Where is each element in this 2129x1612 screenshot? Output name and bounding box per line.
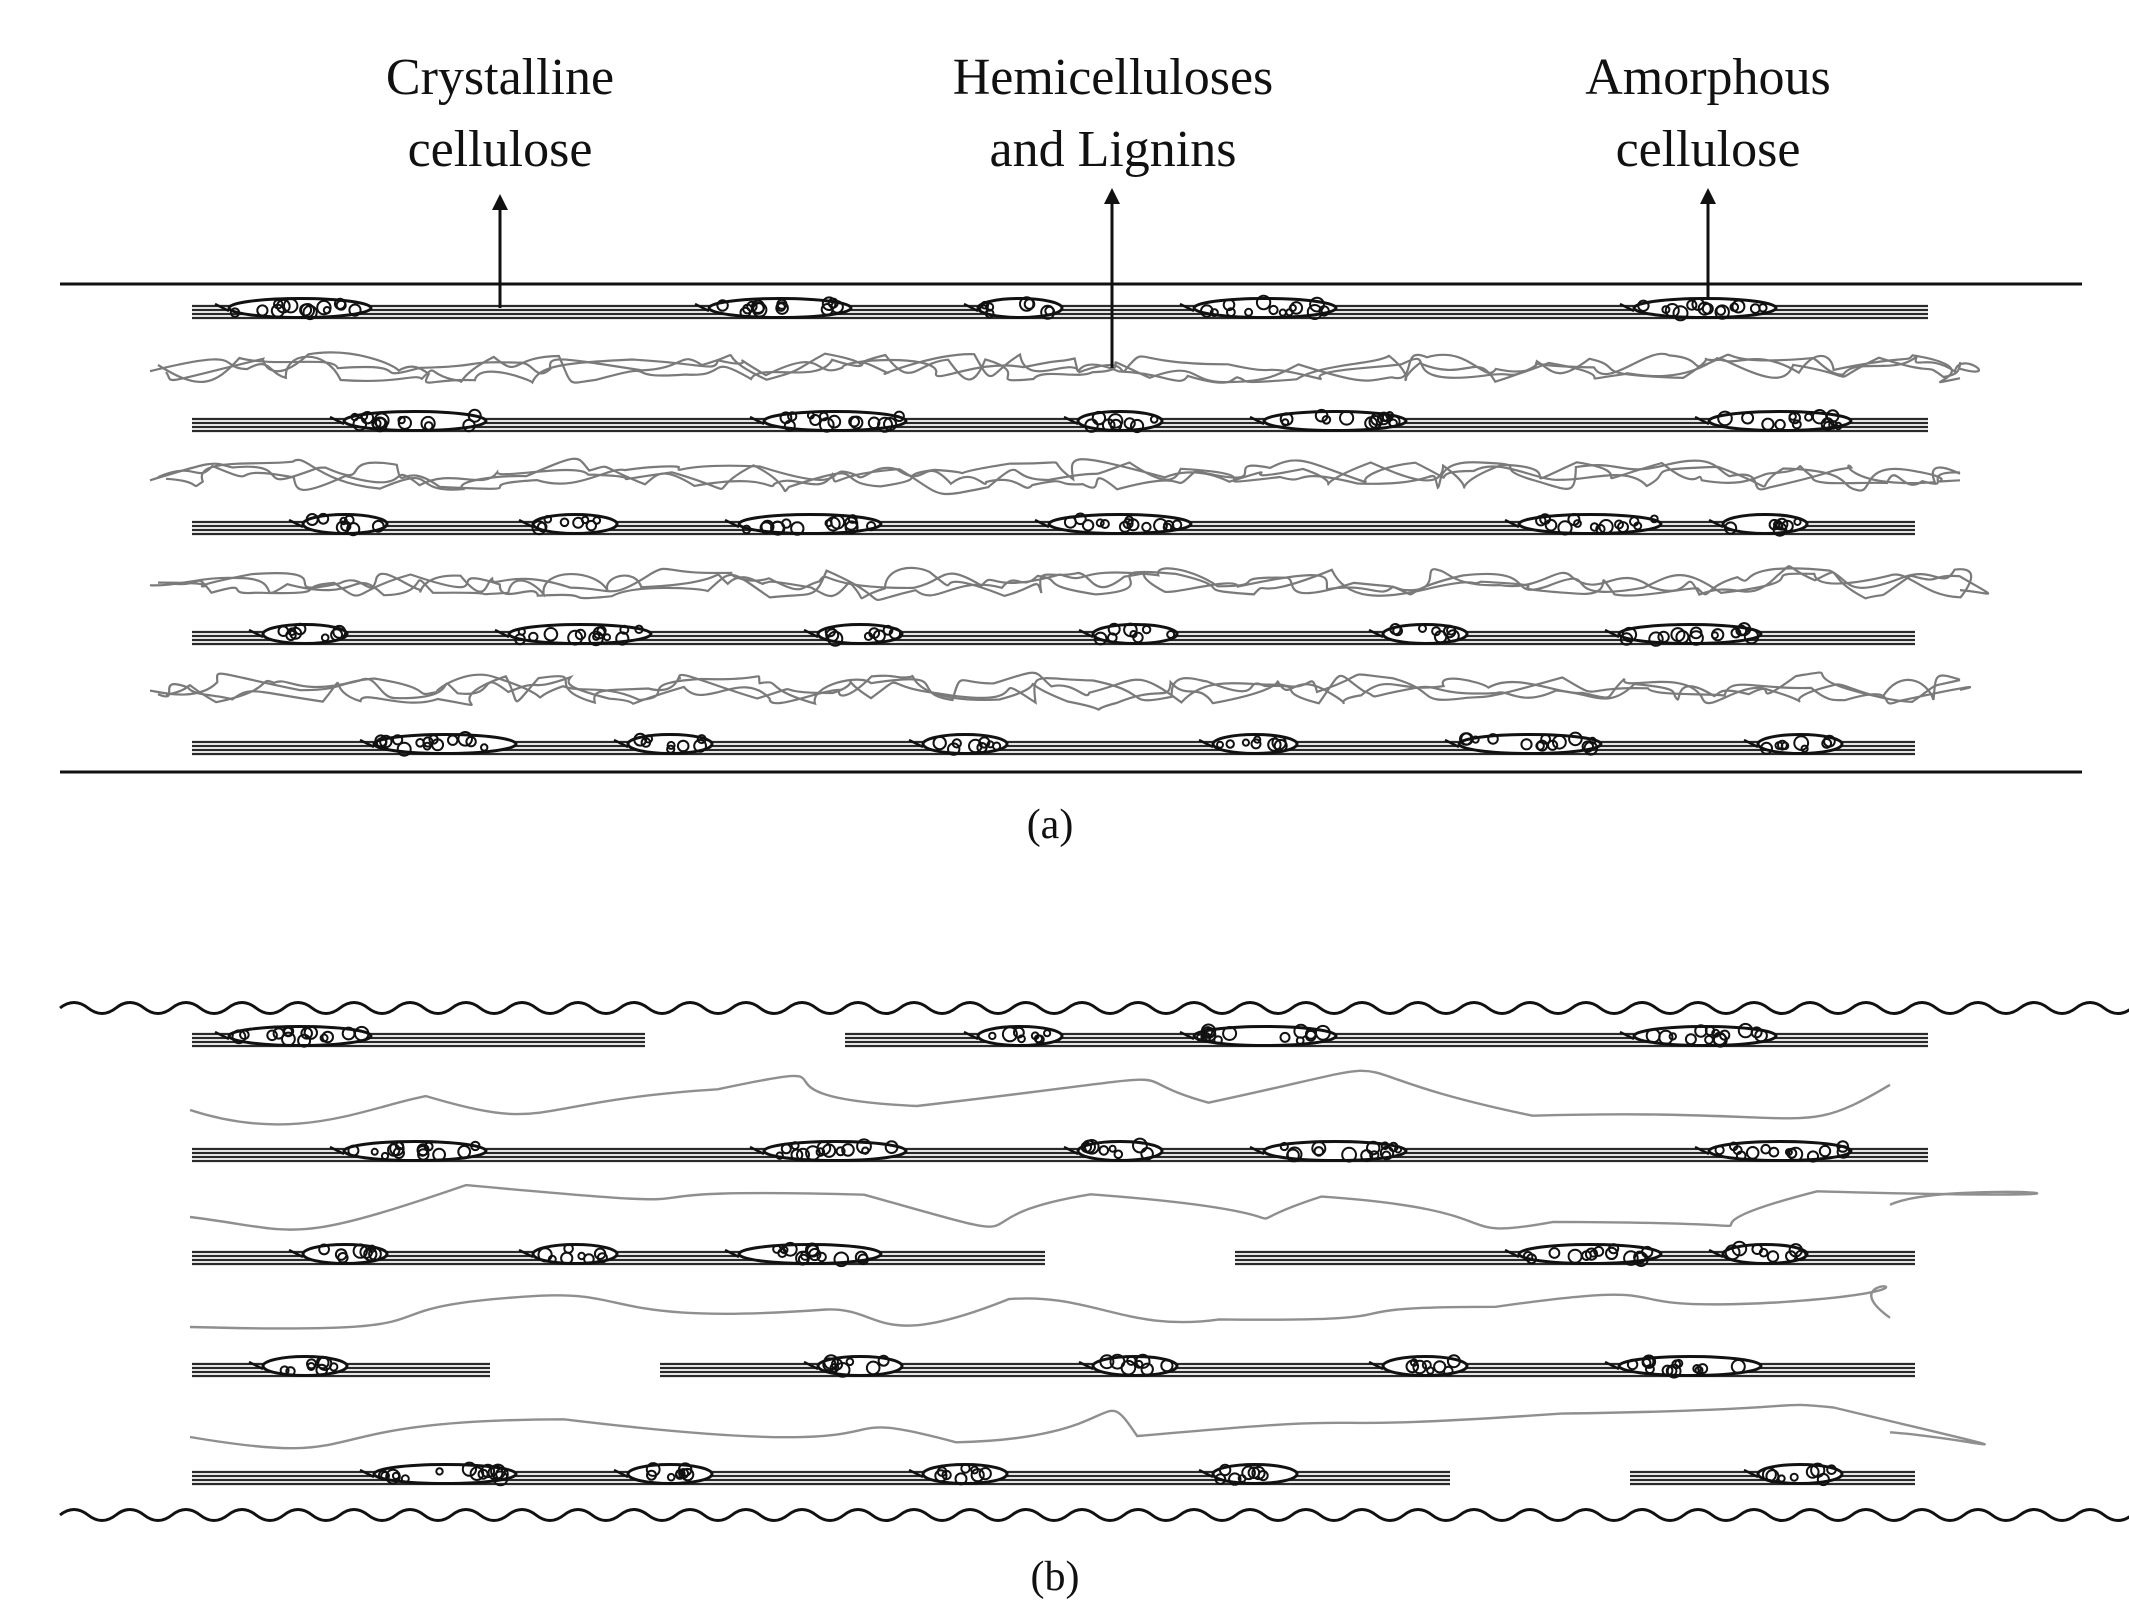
panel-b-crystal-blob-1-1 [214,1025,373,1048]
panel-b-crystal-blob-5-4 [1198,1463,1299,1486]
panel-b-crystal-blob-4-4 [1368,1354,1469,1377]
panel-b-crystal-blob-2-1 [329,1140,488,1162]
caption-b: (b) [1030,1554,1080,1600]
panel-b-crystal-blob-4-2 [803,1354,904,1378]
panel-b-top-boundary [59,1001,2129,1015]
panel-b-hemicellulose-layer-3 [189,1285,1891,1330]
label-amorphous-cellulose: Amorphous cellulose [1468,42,1948,186]
panel-a-crystal-blob-3-5 [1504,513,1663,536]
label-crystalline-cellulose: Crystalline cellulose [260,42,740,186]
panel-a-crystal-blob-4-5 [1368,623,1469,645]
panel-a-crystal-blob-5-2 [613,732,714,755]
panel-a-crystal-blob-2-2 [749,410,908,433]
label-hemicelluloses-lignins: Hemicelluloses and Lignins [873,42,1353,186]
panel-a-crystal-blob-2-4 [1249,408,1408,432]
panel-b-crystal-blob-3-5 [1708,1240,1809,1265]
panel-a-crystal-blob-1-5 [1619,297,1778,322]
panel-b-crystal-blob-3-3 [724,1241,883,1268]
panel-a-crystal-blob-3-6 [1708,513,1809,537]
panel-a-native-structure [60,282,2082,774]
panel-b-crystal-blob-2-3 [1063,1137,1164,1162]
panel-a-crystal-blob-4-6 [1604,622,1763,647]
panel-a-hemicellulose-layer-2 [149,457,1961,496]
panel-b-crystal-blob-1-4 [1619,1022,1778,1048]
panel-a-crystal-blob-4-2 [494,623,653,647]
panel-a-crystal-blob-4-3 [803,623,904,647]
panel-a-crystal-blob-2-3 [1063,410,1164,434]
caption-a: (a) [1026,802,1074,848]
panel-a-hemicellulose-layer-4 [149,671,1972,711]
panel-b-crystal-blob-4-3 [1078,1353,1179,1377]
panel-a-crystal-blob-2-5 [1694,409,1853,432]
panel-b-crystal-blob-3-2 [518,1243,619,1265]
panel-a-crystal-blob-5-5 [1444,731,1603,756]
label-amorphous-line2: cellulose [1615,121,1801,178]
panel-a-hemicellulose-layer-3 [149,565,1990,602]
panel-b-crystal-blob-5-1 [359,1461,518,1487]
panel-b-crystal-blob-5-5 [1743,1462,1844,1487]
label-crystalline-line2: cellulose [407,121,593,178]
panel-b-crystal-blob-3-4 [1504,1243,1663,1268]
panel-b-crystal-blob-4-5 [1604,1354,1763,1379]
panel-a-crystal-blob-5-6 [1743,733,1844,755]
arrow-hemicelluloses-lignins [1104,188,1120,368]
arrow-amorphous-cellulose [1700,188,1716,300]
panel-b-crystal-blob-5-3 [908,1463,1009,1486]
panel-a-crystal-blob-3-3 [724,513,883,536]
panel-b-hemicellulose-layer-2 [189,1183,2039,1231]
panel-a-crystal-blob-2-1 [329,408,488,433]
panel-b-crystal-blob-1-3 [1179,1023,1338,1047]
panel-a-crystal-blob-1-1 [214,297,373,321]
panel-a-crystal-blob-1-4 [1179,294,1338,320]
panel-a-crystal-blob-5-3 [908,733,1009,756]
panel-b-hemicellulose-layer-4 [189,1403,1986,1450]
panel-a-crystal-blob-5-1 [359,731,518,757]
panel-a-crystal-blob-1-3 [963,296,1064,320]
label-amorphous-line1: Amorphous [1585,49,1831,106]
label-hemi-line2: and Lignins [989,121,1237,178]
panel-b-crystal-blob-4-1 [248,1355,349,1377]
panel-b-bottom-boundary [59,1508,2129,1522]
panel-b-crystal-blob-1-2 [963,1025,1064,1047]
panel-a-crystal-blob-4-1 [248,622,349,645]
label-arrows [492,188,1716,368]
panel-b-pretreated-structure [59,1001,2129,1522]
panel-b-crystal-blob-2-2 [749,1138,908,1162]
panel-b-crystal-blob-5-2 [613,1462,714,1485]
label-hemi-line1: Hemicelluloses [952,49,1274,106]
panel-a-hemicellulose-layer-1 [149,351,1981,385]
arrow-crystalline-cellulose [492,194,508,308]
label-crystalline-line1: Crystalline [385,49,615,106]
panel-a-crystal-blob-5-4 [1198,733,1299,755]
panel-a-crystal-blob-3-1 [288,512,389,537]
panel-a-crystal-blob-3-4 [1034,512,1193,535]
panel-a-crystal-blob-1-2 [694,296,853,319]
panel-b-crystal-blob-3-1 [288,1243,389,1265]
panel-b-crystal-blob-2-4 [1249,1140,1408,1163]
panel-b-hemicellulose-layer-1 [189,1069,1891,1126]
panel-a-crystal-blob-3-2 [518,513,619,536]
panel-b-crystal-blob-2-5 [1694,1140,1853,1163]
panel-a-crystal-blob-4-4 [1078,622,1179,646]
